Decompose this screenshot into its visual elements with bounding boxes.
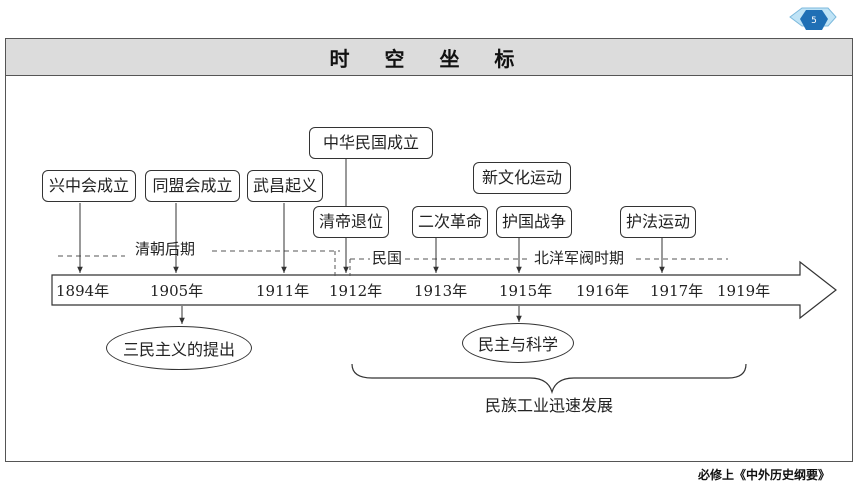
year-label: 1919年 — [717, 282, 771, 300]
year-label: 1912年 — [329, 282, 383, 300]
national-industry-label: 民族工业迅速发展 — [485, 396, 614, 415]
democracy-science-ellipse: 民主与科学 — [462, 323, 574, 363]
event-xingzhonghui: 兴中会成立 — [42, 170, 136, 202]
year-label: 1915年 — [499, 282, 553, 300]
year-label: 1916年 — [576, 282, 630, 300]
event-national-protection-war: 护国战争 — [496, 206, 572, 238]
timeline-arrow — [51, 260, 837, 320]
three-principles-ellipse: 三民主义的提出 — [106, 326, 252, 370]
event-wuchang-uprising: 武昌起义 — [247, 170, 323, 202]
period-republic: 民国 — [372, 249, 403, 267]
year-label: 1894年 — [56, 282, 110, 300]
event-tongmenghui: 同盟会成立 — [145, 170, 240, 202]
event-roc-founded: 中华民国成立 — [309, 127, 433, 159]
page-number-badge: 5 — [788, 4, 838, 34]
period-beiyang: 北洋军阀时期 — [534, 249, 625, 267]
event-qing-abdication: 清帝退位 — [313, 206, 389, 238]
page-title: 时 空 坐 标 — [6, 39, 852, 76]
timeline-frame: 时 空 坐 标 — [5, 38, 853, 462]
footer-textbook-name: 必修上《中外历史纲要》 — [697, 468, 830, 482]
event-second-revolution: 二次革命 — [412, 206, 488, 238]
event-constitution-protection: 护法运动 — [620, 206, 696, 238]
year-label: 1917年 — [650, 282, 704, 300]
industry-brace — [351, 363, 747, 395]
event-new-culture-movement: 新文化运动 — [473, 162, 571, 194]
year-label: 1905年 — [150, 282, 204, 300]
period-late-qing: 清朝后期 — [135, 240, 196, 258]
badge-number: 5 — [811, 16, 817, 26]
year-label: 1911年 — [256, 282, 310, 300]
year-label: 1913年 — [414, 282, 468, 300]
